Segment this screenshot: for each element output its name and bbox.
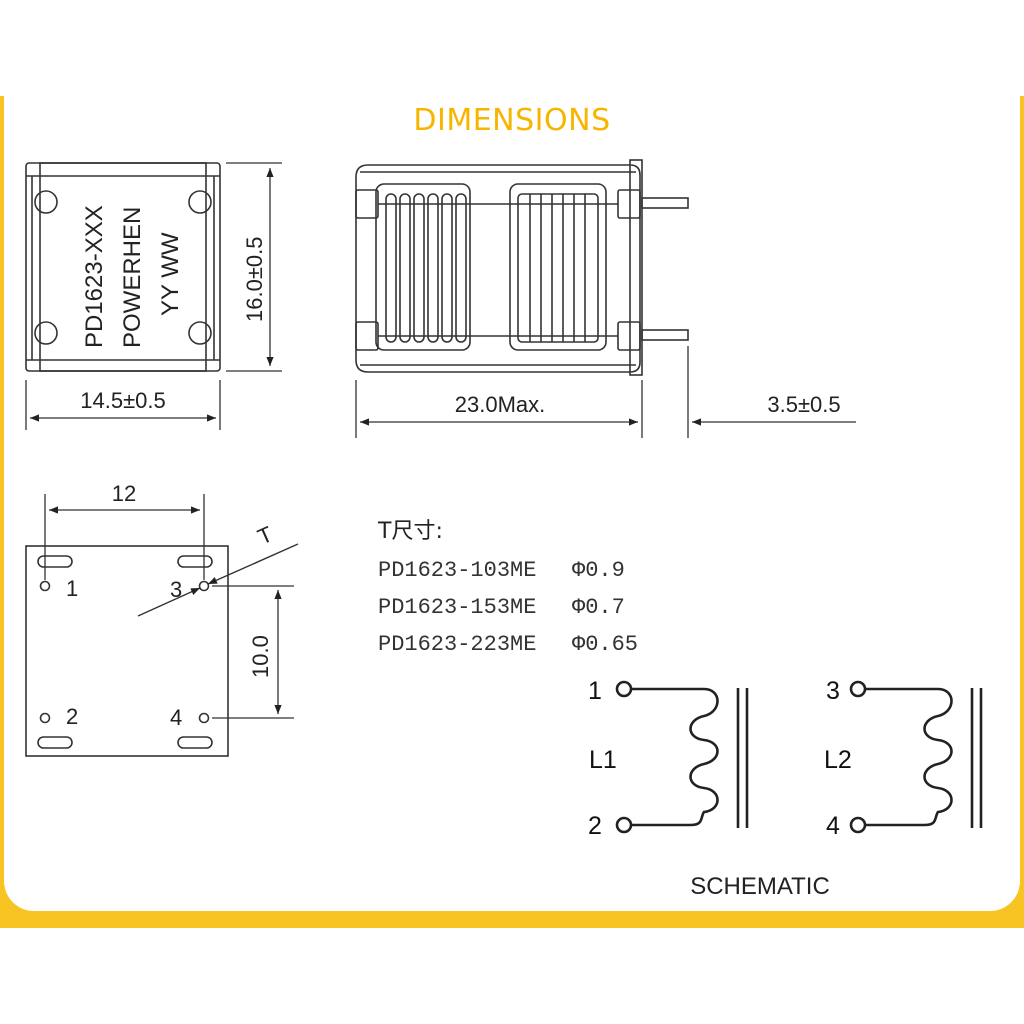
t-row-3-model: PD1623-223ME bbox=[378, 632, 536, 657]
length-label: 23.0Max. bbox=[455, 392, 546, 417]
marking-line-1: PD1623-XXX bbox=[81, 205, 108, 348]
height-label: 16.0±0.5 bbox=[242, 237, 267, 322]
l1-label: L1 bbox=[589, 746, 617, 774]
l2-pin-bottom: 4 bbox=[826, 812, 840, 840]
width-label: 14.5±0.5 bbox=[80, 388, 165, 413]
marking-line-2: POWERHEN bbox=[119, 207, 146, 348]
side-view bbox=[355, 159, 689, 376]
t-table-caption: T尺寸: bbox=[377, 519, 443, 544]
mounting-hole bbox=[188, 321, 212, 345]
l2-pin-top: 3 bbox=[826, 677, 840, 705]
coil-l1 bbox=[615, 680, 749, 834]
l2-label: L2 bbox=[824, 746, 852, 774]
t-row-2-model: PD1623-153ME bbox=[378, 595, 536, 620]
l1-pin-top: 1 bbox=[588, 677, 602, 705]
footprint-pin-3: 3 bbox=[170, 577, 182, 602]
footprint-pin-1: 1 bbox=[66, 576, 78, 601]
t-row-3-value: Φ0.65 bbox=[572, 632, 638, 657]
thickness-leader bbox=[137, 543, 299, 617]
width-dimension bbox=[25, 380, 221, 430]
pitch-y-label: 10.0 bbox=[248, 635, 273, 678]
marking-line-3: YY WW bbox=[157, 232, 184, 316]
mounting-hole bbox=[34, 190, 58, 214]
pin-hole-2 bbox=[39, 712, 51, 724]
footprint-pin-4: 4 bbox=[170, 705, 182, 730]
t-row-1-value: Φ0.9 bbox=[572, 558, 625, 583]
slot bbox=[177, 736, 213, 749]
schematic-title: SCHEMATIC bbox=[690, 873, 830, 900]
pitch-x-label: 12 bbox=[112, 481, 136, 506]
length-dimension bbox=[355, 346, 856, 438]
t-row-1-model: PD1623-103ME bbox=[378, 558, 536, 583]
pin-hole-1 bbox=[39, 580, 51, 592]
footprint bbox=[25, 545, 229, 757]
slot bbox=[177, 555, 213, 568]
pin-hole-4 bbox=[198, 712, 210, 724]
part-marking: PD1623-XXX POWERHEN YY WW bbox=[81, 205, 184, 348]
mounting-hole bbox=[34, 321, 58, 345]
slot bbox=[37, 736, 73, 749]
pitch-x-dimension bbox=[44, 494, 205, 580]
top-view bbox=[25, 162, 221, 372]
height-dimension bbox=[226, 162, 282, 372]
thickness-label: T bbox=[254, 521, 276, 549]
t-row-2-value: Φ0.7 bbox=[572, 595, 625, 620]
mounting-hole bbox=[188, 190, 212, 214]
drawing-card bbox=[4, 96, 1020, 911]
pin-length-label: 3.5±0.5 bbox=[767, 392, 840, 417]
page-title: DIMENSIONS bbox=[413, 103, 610, 138]
pin-hole-3 bbox=[198, 580, 210, 592]
slot bbox=[37, 555, 73, 568]
coil-l2 bbox=[849, 680, 983, 834]
pitch-y-dimension bbox=[212, 585, 294, 719]
footprint-pin-2: 2 bbox=[66, 704, 78, 729]
l1-pin-bottom: 2 bbox=[588, 812, 602, 840]
